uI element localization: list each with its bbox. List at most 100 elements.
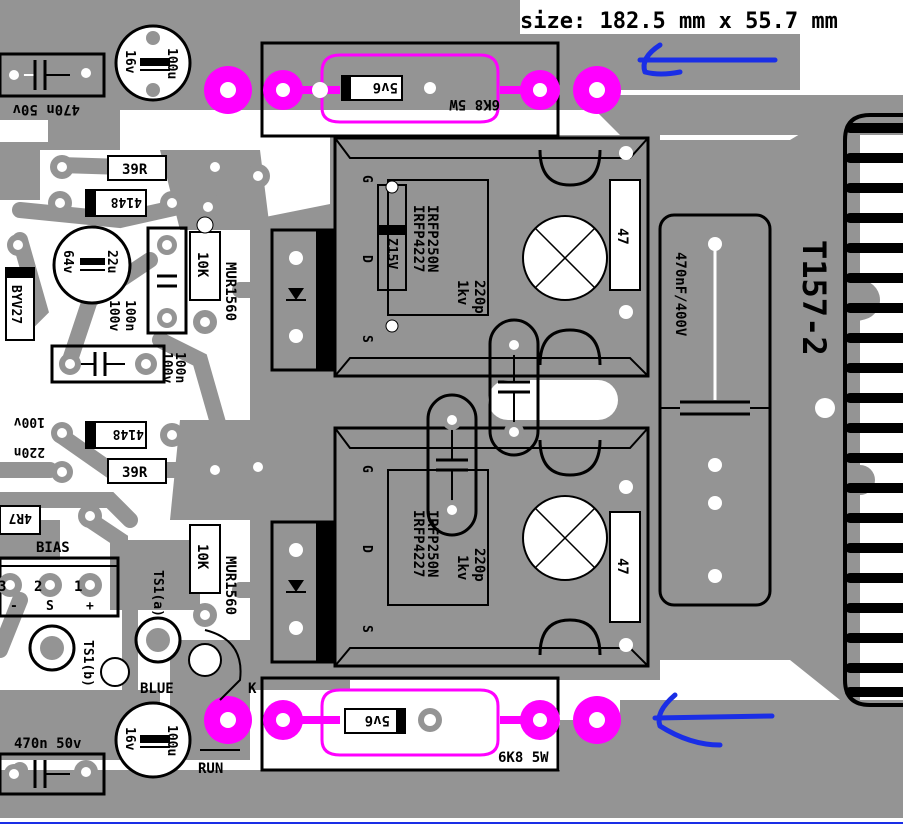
- diode-byv27: BYV27: [5, 267, 35, 341]
- copper-bottom-rail: [0, 700, 903, 829]
- res-6k8-top-label: 6K8 5W: [449, 96, 500, 112]
- cap-220n-voltage: 100v: [14, 414, 45, 429]
- arrow-bottom-head: [656, 692, 723, 748]
- size-label: size: 182.5 mm x 55.7 mm: [520, 9, 838, 34]
- blue-label: BLUE: [140, 681, 174, 697]
- ts1b-label: TS1(b): [80, 640, 95, 687]
- res-4r7: 4R7: [0, 504, 102, 535]
- trace: [82, 512, 128, 608]
- cap-220n: 100v 220n: [14, 414, 73, 483]
- elcap-100u-top: 100u 16v: [114, 24, 192, 102]
- trace: [0, 492, 138, 528]
- bias-pin-1: 1: [74, 579, 82, 595]
- res-39r-top-label: 39R: [122, 162, 148, 178]
- bias-s: S: [46, 599, 54, 614]
- bias-label: BIAS: [36, 540, 70, 556]
- transformer-body: [843, 113, 903, 707]
- cap-470n-top: 470n 50v: [0, 52, 106, 117]
- gap: [0, 120, 48, 142]
- cap-100n-h-voltage: 100v: [159, 352, 174, 383]
- bias-plus: +: [86, 599, 94, 614]
- annotation-arrows: [637, 42, 778, 748]
- cap-100n-horizontal: 100n 100v: [50, 344, 187, 384]
- trace: [152, 332, 228, 438]
- cap-top-1kv: 1kv: [454, 280, 470, 305]
- cap-100n-h-value: 100n: [172, 352, 187, 383]
- res-10k-top-label: 10K: [194, 252, 210, 278]
- transformer-outline: [843, 113, 903, 707]
- arrow-top-head: [641, 42, 683, 77]
- mosfet-bottom-pin-d: D: [359, 545, 374, 553]
- mur1560-top: MUR1560: [222, 228, 336, 372]
- elcap-100u-top-value: 100u: [164, 48, 179, 79]
- copper-transformer-area: [600, 110, 860, 700]
- cap-top-220p: 220p: [471, 280, 487, 314]
- elcap-100u-bottom-value: 100u: [164, 725, 179, 756]
- elcap-22u: 22u 64v: [7, 225, 132, 305]
- cap-470n-bottom: 470n 50v: [0, 736, 106, 796]
- bias-pin-2: 2: [34, 579, 42, 595]
- res-4r7-label: 4R7: [9, 510, 32, 525]
- elcap-100u-top-voltage: 16v: [122, 50, 137, 74]
- res-47-top-label: 47: [614, 228, 630, 245]
- diode-4148-bottom: 4148: [85, 421, 184, 449]
- mosfet-top-pin-d: D: [359, 255, 374, 263]
- cap-bottom-1kv: 1kv: [454, 555, 470, 580]
- cap-100n-v-voltage: 100v: [106, 300, 121, 331]
- mur1560-bottom-label: MUR1560: [222, 556, 238, 615]
- res-39r-bottom: 39R: [107, 455, 270, 484]
- zener-z15v-label: Z15V: [384, 238, 399, 269]
- res-10k-bottom-label: 10K: [194, 544, 210, 570]
- res-10k-top: 10K: [189, 216, 221, 334]
- res-47-top-body: [609, 179, 641, 291]
- res-39r-bottom-label: 39R: [122, 465, 148, 481]
- cap-470nf-label: 470nF/400V: [672, 252, 688, 337]
- mosfet-top-pin-g: G: [359, 175, 374, 183]
- zener-5v6-top-label: 5v6: [373, 79, 398, 95]
- pads-bottom-row: [204, 696, 621, 744]
- res-39r-top: 39R: [50, 155, 270, 188]
- mosfet-bottom-type-2: IRFP4227: [410, 510, 426, 577]
- mosfet-top-type-1: IRFP250N: [424, 205, 440, 272]
- cap-470n-bottom-label: 470n 50v: [14, 736, 81, 752]
- zener-5v6-bottom-label: 5v6: [365, 712, 390, 728]
- trace: [52, 602, 138, 728]
- cap-470n-top-label: 470n 50v: [13, 101, 80, 117]
- res-10k-bottom: 10K: [189, 524, 221, 627]
- transformer-pins: [845, 123, 903, 697]
- elcap-22u-value: 22u: [104, 250, 119, 273]
- clearance-gaps: [0, 120, 618, 420]
- cap-470nf-400v: 470nF/400V: [658, 213, 835, 607]
- diode-4148-bottom-label: 4148: [113, 426, 144, 441]
- mosfet-bottom-pin-g: G: [359, 465, 374, 473]
- thermal-switch-a: TS1(a): [134, 570, 182, 664]
- cap-220n-value: 220n: [14, 444, 45, 459]
- diode-4148-top-label: 4148: [111, 194, 142, 209]
- bias-connector: BIAS 3 2 1 - S +: [0, 540, 120, 618]
- copper-pad-group-c: [110, 540, 200, 610]
- mosfet-top-type-2: IRFP4227: [410, 205, 426, 272]
- run-label: RUN: [198, 761, 223, 777]
- cap-bottom-220p: 220p: [471, 548, 487, 582]
- bias-minus: -: [10, 599, 18, 614]
- wire-labels: BLUE K RUN: [140, 629, 257, 777]
- elcap-22u-voltage: 64v: [60, 250, 75, 274]
- gap: [488, 380, 618, 420]
- diode-4148-top: 4148: [48, 189, 220, 219]
- res-47-bottom-label: 47: [614, 558, 630, 575]
- pads-top-row: [204, 66, 621, 114]
- res-4k7: 4K7: [100, 657, 130, 687]
- ts1a-label: TS1(a): [150, 570, 165, 617]
- mosfet-top-pin-s: S: [359, 335, 374, 343]
- cap-100n-vertical: 100n 100v: [106, 226, 188, 335]
- elcap-100u-bottom-voltage: 16v: [122, 727, 137, 751]
- cap-100n-v-value: 100n: [122, 300, 137, 331]
- mur1560-top-label: MUR1560: [222, 262, 238, 321]
- thermal-switch-b: TS1(b): [28, 624, 95, 687]
- res-6k8-bottom-label: 6K8 5W: [498, 750, 549, 766]
- arrow-bottom-shaft: [652, 713, 775, 721]
- mosfet-bottom-pin-s: S: [359, 625, 374, 633]
- diode-byv27-label: BYV27: [8, 285, 23, 324]
- trace: [0, 592, 28, 658]
